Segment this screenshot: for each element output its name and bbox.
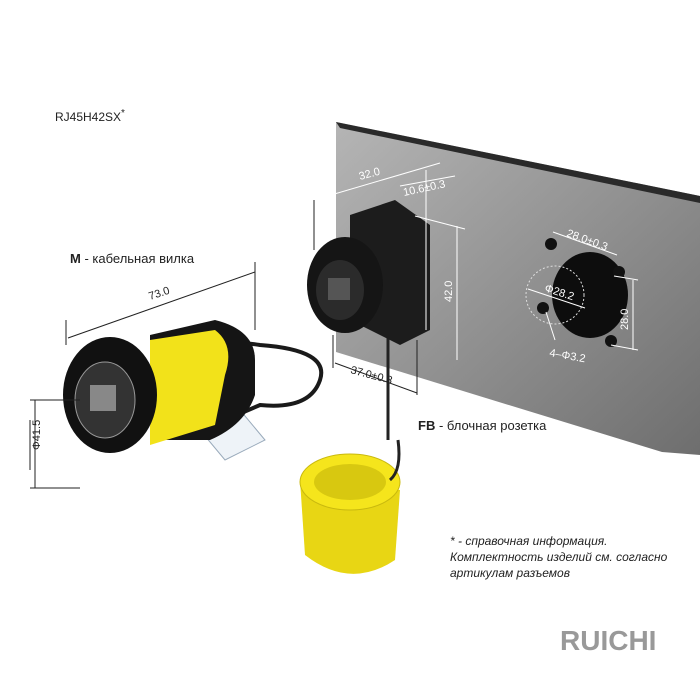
plug-desc: - кабельная вилка bbox=[80, 251, 195, 266]
model-title: RJ45H42SX* bbox=[55, 108, 125, 124]
note-line-3: артикулам разъемов bbox=[450, 566, 570, 580]
note-line-2: Комплектность изделий см. согласно bbox=[450, 550, 668, 564]
reference-note: * - справочная информация. Комплектность… bbox=[450, 533, 667, 581]
plug-code: M bbox=[70, 251, 81, 266]
dim-socket-width: 32.0 bbox=[358, 166, 382, 183]
note-line-1: * - справочная информация. bbox=[450, 534, 608, 548]
dim-socket-height: 42.0 bbox=[443, 281, 455, 302]
dim-hole-spacing-v: 28.0 bbox=[619, 309, 631, 330]
plug-label: M - кабельная вилка bbox=[70, 251, 194, 266]
panel-cutout bbox=[525, 238, 628, 347]
dim-plug-length: 73.0 bbox=[147, 285, 171, 303]
model-code: RJ45H42SX bbox=[55, 110, 122, 124]
socket-code: FB bbox=[418, 418, 436, 433]
watermark-logo: RUICHI bbox=[560, 625, 656, 656]
socket-label: FB - блочная розетка bbox=[418, 418, 546, 433]
dust-cap bbox=[299, 439, 401, 574]
model-mark: * bbox=[121, 108, 125, 119]
dim-plug-diameter: Φ41.5 bbox=[31, 420, 43, 450]
cable-plug bbox=[63, 320, 324, 461]
socket-desc: - блочная розетка bbox=[435, 418, 547, 433]
mounting-panel bbox=[336, 122, 700, 455]
panel-socket bbox=[307, 200, 430, 440]
